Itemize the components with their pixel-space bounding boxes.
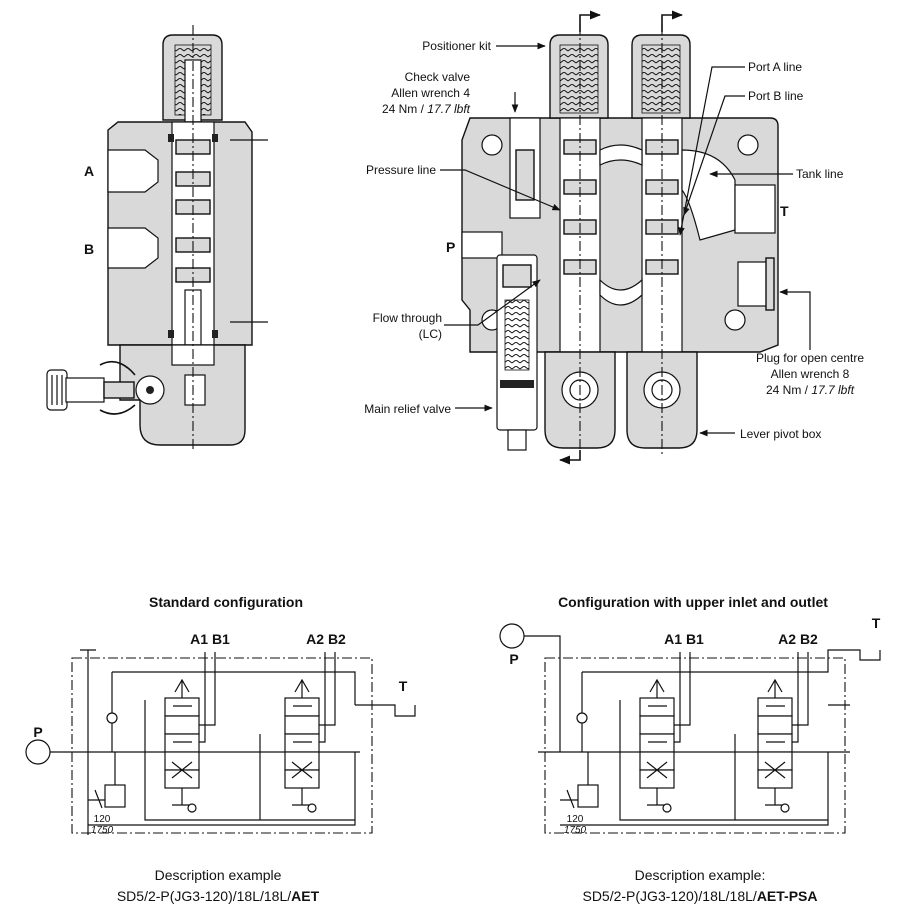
side-section-view	[46, 25, 268, 450]
schematic-title: Standard configuration	[149, 594, 303, 610]
label-p: P	[509, 651, 518, 667]
callout-plug-wrench: Allen wrench 8	[771, 367, 850, 381]
relief-setting-psi: 1750	[91, 825, 114, 836]
relief-setting: 120	[94, 814, 111, 825]
callout-plug-open-centre: Plug for open centre	[756, 351, 864, 365]
label-t: T	[399, 678, 408, 694]
callout-pressure-line: Pressure line	[366, 163, 436, 177]
label-t: T	[872, 615, 881, 631]
schematic-title: Configuration with upper inlet and outle…	[558, 594, 828, 610]
callout-flow-through: Flow through	[373, 311, 442, 325]
port-t-label: T	[780, 203, 789, 219]
callout-check-valve: Check valve	[405, 70, 471, 84]
description-code: SD5/2-P(JG3-120)/18L/18L/AET	[117, 888, 320, 904]
description-caption: Description example:	[635, 867, 766, 883]
callout-port-a-line: Port A line	[748, 60, 802, 74]
callout-positioner-kit: Positioner kit	[422, 39, 491, 53]
schematic-upper-inlet-labels: Configuration with upper inlet and outle…	[509, 594, 880, 904]
schematic-standard-labels: Standard configuration A1 B1 A2 B2 P T 1…	[33, 594, 407, 904]
port-b-label: B	[84, 241, 94, 257]
callout-lever-pivot-box: Lever pivot box	[740, 427, 821, 441]
callout-port-b-line: Port B line	[748, 89, 804, 103]
label-p: P	[33, 724, 42, 740]
callout-check-valve-torque: 24 Nm / 17.7 lbft	[382, 102, 471, 116]
port-p-label: P	[446, 239, 455, 255]
callout-main-relief-valve: Main relief valve	[364, 402, 451, 416]
section-labels: A B Positioner kit Check valve Allen wre…	[84, 39, 864, 441]
description-code: SD5/2-P(JG3-120)/18L/18L/AET-PSA	[582, 888, 817, 904]
schematic-upper-inlet	[499, 623, 881, 834]
callout-leaders	[440, 42, 811, 437]
schematic-standard	[25, 649, 416, 835]
callout-check-valve-wrench: Allen wrench 4	[391, 86, 470, 100]
front-section-view	[461, 10, 779, 465]
relief-setting-psi: 1750	[564, 825, 587, 836]
callout-flow-through-lc: (LC)	[419, 327, 442, 341]
label-a2b2: A2 B2	[306, 631, 346, 647]
port-a-label: A	[84, 163, 94, 179]
label-a1b1: A1 B1	[190, 631, 230, 647]
label-a2b2: A2 B2	[778, 631, 818, 647]
callout-tank-line: Tank line	[796, 167, 844, 181]
description-caption: Description example	[155, 867, 282, 883]
label-a1b1: A1 B1	[664, 631, 704, 647]
callout-plug-torque: 24 Nm / 17.7 lbft	[766, 383, 855, 397]
relief-setting: 120	[567, 814, 584, 825]
